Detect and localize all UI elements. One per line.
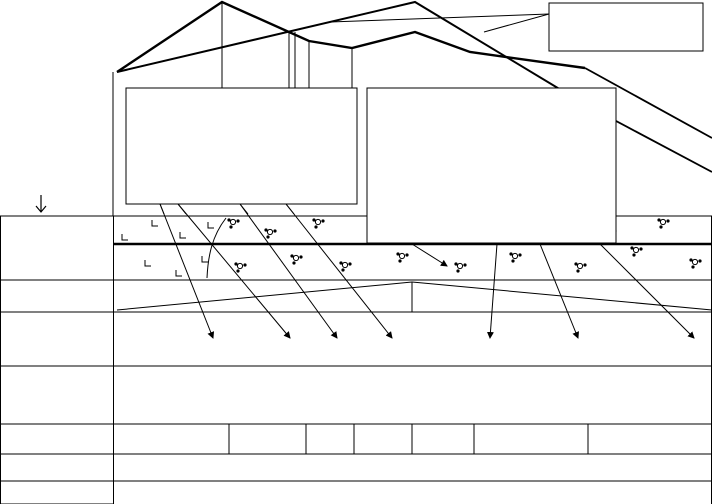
callout-label-box [548,2,704,52]
fan-lines [116,281,712,312]
gravel-cluster [339,261,352,272]
flow-arrow-8 [411,243,448,267]
flow-arrows [159,203,695,339]
row-header-cell-2 [0,279,114,313]
gravel-cluster [264,228,277,239]
right-room-box [366,87,617,244]
gravel-cluster [312,218,325,229]
rock-mark [151,220,158,227]
rock-mark [121,234,128,241]
flow-arrow-1 [159,203,215,339]
flow-arrow-5 [486,243,498,339]
row-header-cell-7 [0,480,114,504]
left-room-box [125,87,358,205]
gravel-cluster [630,246,643,257]
gravel-cluster [290,254,303,265]
room-box-arrow-stubs [159,203,295,215]
gravel-cluster [689,258,702,269]
gravel-cluster [454,262,467,273]
flow-arrow-3 [239,203,338,339]
gravel-cluster [396,252,409,263]
gravel-cluster [509,252,522,263]
curve-line [206,217,227,279]
structure-verticals [221,2,353,88]
rock-pattern [121,220,214,277]
gravel-cluster [657,218,670,229]
flow-arrow-7 [599,243,695,339]
gravel-cluster [574,262,587,273]
down-arrow-icon [35,195,47,213]
row-header-column [0,215,114,504]
bottom-segment-dividers [228,424,589,454]
row-header-cell-3 [0,311,114,367]
rock-mark [179,232,186,239]
rock-mark [201,256,208,263]
row-header-cell-5 [0,423,114,455]
flow-arrow-2 [177,203,291,339]
gravel-cluster [227,218,240,229]
flow-arrow-6 [539,243,579,339]
gravel-cluster [234,262,247,273]
rock-mark [144,260,151,267]
row-header-cell-1 [0,215,114,281]
rock-mark [175,270,182,277]
rock-mark [207,222,214,229]
flow-arrow-4 [285,203,393,339]
row-header-cell-6 [0,453,114,482]
callout-leader-lines [329,13,550,33]
row-lines [113,215,712,504]
roof-slope-line [116,0,587,106]
row-header-cell-4 [0,365,114,425]
